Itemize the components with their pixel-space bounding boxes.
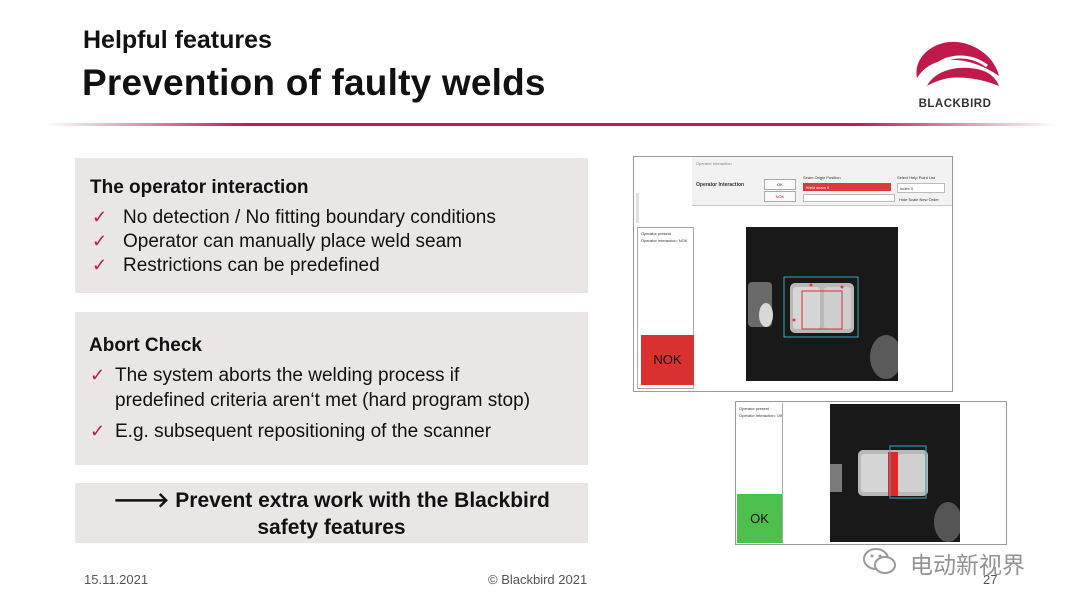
check-icon: ✓ xyxy=(92,255,108,275)
operator-present-check: Operator present xyxy=(739,406,770,411)
help-value: Index 0 xyxy=(900,186,914,191)
weld-camera-image xyxy=(830,404,960,542)
nok-status: NOK xyxy=(641,335,694,385)
nok-screenshot: Operator Interaction Operator Interactio… xyxy=(633,156,953,392)
seam-label: Seam Origin Position xyxy=(803,175,841,180)
check-icon: ✓ xyxy=(90,365,106,385)
footer-copyright: © Blackbird 2021 xyxy=(488,572,588,587)
hide-label: Hide Scale New Order xyxy=(899,197,939,202)
ok-screenshot: Operator present Operator Interaction: O… xyxy=(735,401,1007,545)
list-item: E.g. subsequent repositioning of the sca… xyxy=(115,421,492,442)
check-icon: ✓ xyxy=(92,207,108,227)
help-label: Select Help Point List xyxy=(897,175,936,180)
footer-date: 15.11.2021 xyxy=(84,572,149,587)
list-item: Operator can manually place weld seam xyxy=(123,231,463,252)
help-select[interactable]: Index 0 xyxy=(897,183,945,193)
conclusion-box: 🡒 Prevent extra work with the Blackbird … xyxy=(75,483,588,543)
left-info-panel xyxy=(634,157,692,227)
panel-text: Operator Interaction: OK xyxy=(739,413,783,418)
nok-button[interactable]: NOK xyxy=(764,191,796,202)
box-heading: The operator interaction xyxy=(90,177,309,198)
conclusion-line: 🡒 Prevent extra work with the Blackbird xyxy=(113,489,550,512)
blackbird-logo: BLACKBIRD xyxy=(905,36,1005,116)
weld-image-icon xyxy=(830,404,960,542)
seam-value: Weld seam 0 xyxy=(806,185,830,190)
operator-dialog: Operator Interaction Operator Interactio… xyxy=(692,157,952,206)
ok-button[interactable]: OK xyxy=(764,179,796,190)
slide-subtitle: Helpful features xyxy=(83,26,272,54)
box-heading: Abort Check xyxy=(89,335,202,356)
bird-logo-icon xyxy=(916,41,999,86)
operator-interaction-box: The operator interaction ✓ No detection … xyxy=(75,158,588,293)
ok-status: OK xyxy=(737,494,782,543)
conclusion-text: 🡒 Prevent extra work with the Blackbird … xyxy=(75,487,588,541)
abort-check-box: Abort Check ✓ The system aborts the weld… xyxy=(75,312,588,465)
conclusion-line: safety features xyxy=(257,516,406,539)
header-divider xyxy=(45,123,1057,126)
panel-text: Operator Interaction: NOK xyxy=(641,238,688,243)
weld-camera-image xyxy=(746,227,898,381)
logo-text: BLACKBIRD xyxy=(918,98,992,110)
coordinate-fields[interactable] xyxy=(803,194,895,202)
watermark-text: 电动新视界 xyxy=(910,552,1025,578)
list-item: Restrictions can be predefined xyxy=(123,255,380,276)
weld-image-icon xyxy=(746,227,898,381)
check-icon: ✓ xyxy=(90,421,106,441)
wechat-icon xyxy=(860,542,900,582)
seam-select[interactable]: Weld seam 0 xyxy=(803,183,891,191)
check-icon: ✓ xyxy=(92,231,108,251)
page-number: 27 xyxy=(983,572,998,587)
list-item: No detection / No fitting boundary condi… xyxy=(123,207,496,228)
dialog-title: Operator Interaction xyxy=(696,161,732,166)
list-item-continuation: predefined criteria aren‘t met (hard pro… xyxy=(115,390,531,411)
status-panel: Operator present Operator Interaction: N… xyxy=(637,227,694,389)
list-item: The system aborts the welding process if xyxy=(115,365,460,386)
operator-present-check: Operator present xyxy=(641,231,672,236)
slide-title: Prevention of faulty welds xyxy=(82,62,546,103)
dialog-label: Operator Interaction xyxy=(696,182,745,188)
